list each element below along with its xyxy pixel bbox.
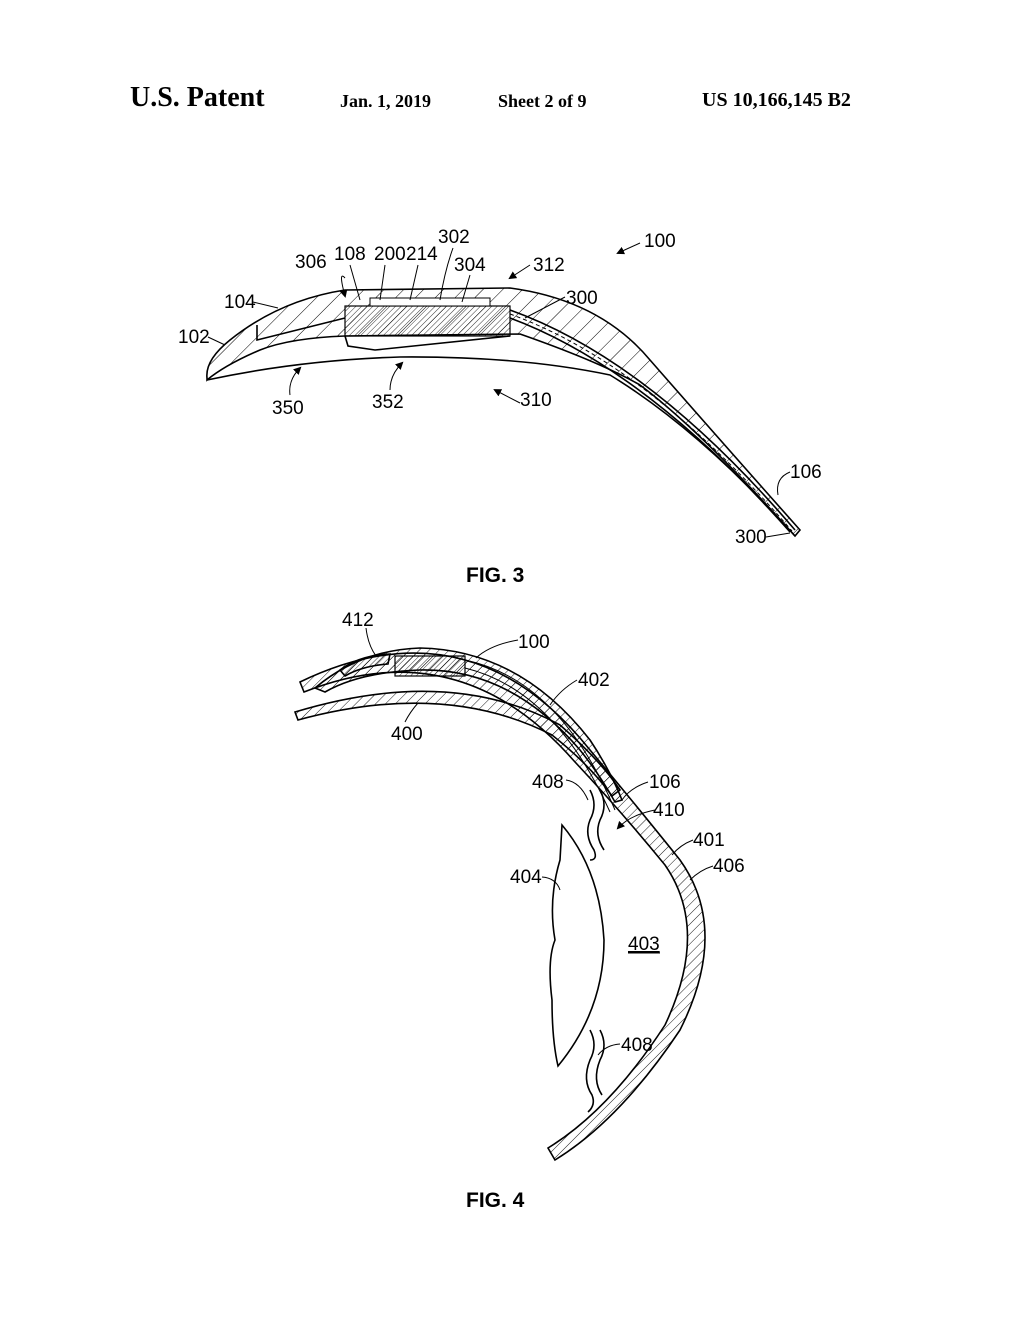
patent-date: Jan. 1, 2019 xyxy=(340,91,432,111)
sheet-number: Sheet 2 of 9 xyxy=(498,91,587,111)
ref-401: 401 xyxy=(693,830,725,851)
patent-title: U.S. Patent xyxy=(130,82,265,113)
ref-408-top: 408 xyxy=(532,772,564,793)
ref-310: 310 xyxy=(520,390,552,411)
ref-306: 306 xyxy=(295,252,327,273)
ref-100: 100 xyxy=(518,632,550,653)
patent-number: US 10,166,145 B2 xyxy=(702,89,851,111)
ref-304: 304 xyxy=(454,255,486,276)
ref-402: 402 xyxy=(578,670,610,691)
ref-214: 214 xyxy=(406,244,438,265)
ref-350: 350 xyxy=(272,398,304,419)
ref-104: 104 xyxy=(224,292,256,313)
ref-200: 200 xyxy=(374,244,406,265)
ref-312: 312 xyxy=(533,255,565,276)
ref-300-top: 300 xyxy=(566,288,598,309)
ref-352: 352 xyxy=(372,392,404,413)
ref-106: 106 xyxy=(649,772,681,793)
ref-410: 410 xyxy=(653,800,685,821)
ref-102: 102 xyxy=(178,327,210,348)
fig-4-caption: FIG. 4 xyxy=(466,1189,525,1212)
ref-400: 400 xyxy=(391,724,423,745)
ref-403: 403 xyxy=(628,934,660,955)
ref-108: 108 xyxy=(334,244,366,265)
ref-106: 106 xyxy=(790,462,822,483)
ref-412: 412 xyxy=(342,610,374,631)
ref-302: 302 xyxy=(438,227,470,248)
ref-408-bottom: 408 xyxy=(621,1035,653,1056)
fig-3-caption: FIG. 3 xyxy=(466,564,524,587)
ref-100: 100 xyxy=(644,231,676,252)
figure-3: 302 108 200 214 306 304 312 100 300 104 … xyxy=(178,227,822,587)
ref-404: 404 xyxy=(510,867,542,888)
ref-406: 406 xyxy=(713,856,745,877)
figure-4: 412 100 402 400 408 106 410 401 406 404 … xyxy=(293,610,745,1212)
ref-300-bottom: 300 xyxy=(735,527,767,548)
